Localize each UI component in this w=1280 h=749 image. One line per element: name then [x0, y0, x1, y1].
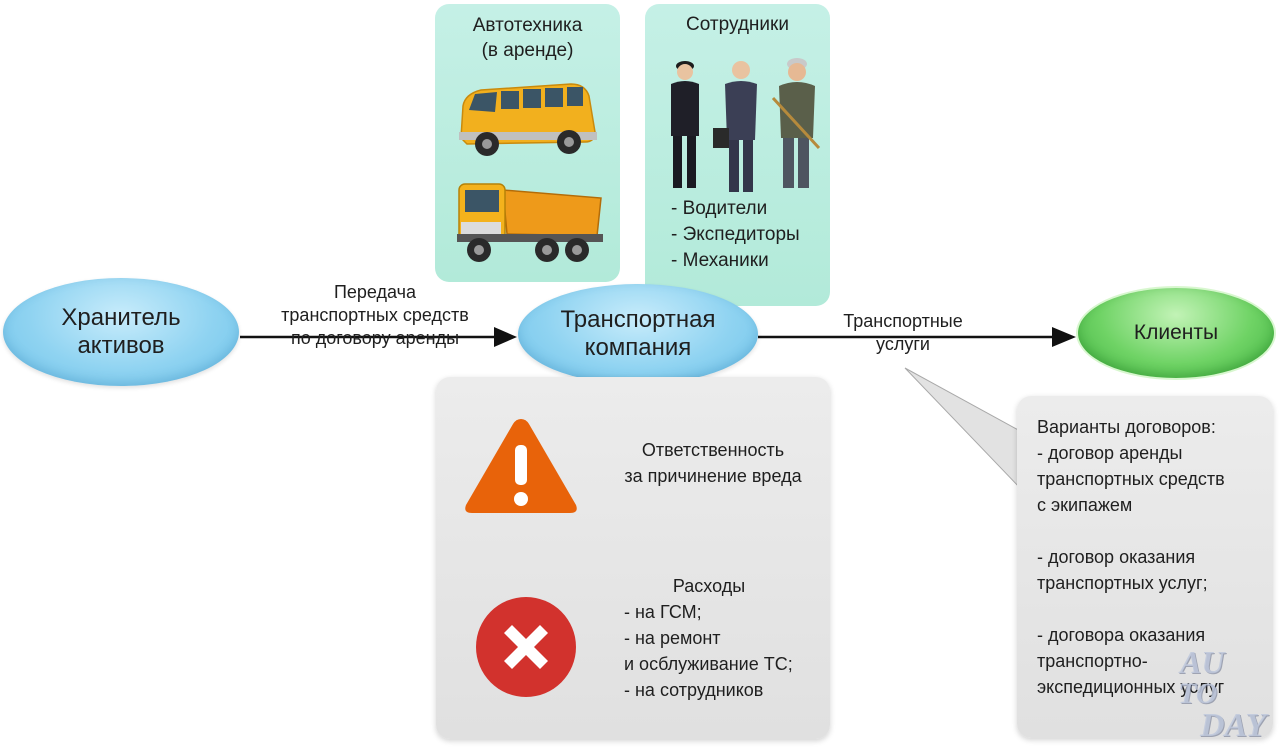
contract-item: - договор аренды [1037, 443, 1183, 463]
contract-item: - договор оказания [1037, 547, 1196, 567]
contract-item: транспортных средств [1037, 469, 1225, 489]
asset-holder-node: Хранитель активов [3, 278, 239, 386]
staff-panel-title: Сотрудники [686, 14, 789, 35]
liability-text: Ответственность за причинение вреда [624, 440, 802, 486]
contracts-text: Варианты договоров: - договор аренды тра… [1037, 414, 1269, 700]
contract-item: с экипажем [1037, 495, 1133, 515]
expenses-item-staff: - на сотрудников [624, 680, 764, 700]
services-label: Транспортные услуги [843, 311, 963, 354]
contract-item: экспедиционных услуг [1037, 677, 1225, 697]
contract-item [1037, 596, 1269, 622]
expenses-title: Расходы [672, 576, 746, 596]
lease-arrow-head [494, 327, 517, 347]
contracts-panel: Варианты договоров: - договор аренды тра… [1017, 396, 1273, 738]
risk-panel: Ответственность за причинение вреда Расх… [436, 377, 830, 739]
fleet-panel-title: Автотехника (в аренде) [472, 15, 583, 61]
staff-item-forwarders: - Экспедиторы [671, 224, 800, 245]
error-x-icon [476, 597, 576, 697]
callout-pointer [904, 367, 1023, 492]
contracts-title: Варианты договоров: [1037, 417, 1216, 437]
clients-node: Клиенты [1076, 286, 1276, 380]
autoday-watermark: AU TO DAY [1178, 644, 1267, 744]
contract-item: транспортных услуг; [1037, 573, 1208, 593]
contract-item: - договора оказания [1037, 625, 1206, 645]
contract-item [1037, 518, 1269, 544]
contract-item: транспортно- [1037, 651, 1148, 671]
minibus-illustration [459, 83, 597, 156]
dump-truck-illustration [457, 183, 603, 262]
expenses-item-fuel: - на ГСМ; [624, 602, 702, 622]
staff-item-mechanics: - Механики [671, 250, 769, 271]
services-arrow-head [1052, 327, 1076, 347]
warning-icon [465, 419, 577, 513]
staff-illustration [671, 58, 821, 192]
staff-list: - Водители - Экспедиторы - Механики [671, 196, 800, 274]
fleet-panel: Автотехника (в аренде) [435, 4, 620, 282]
lease-label: Передача транспортных средств по договор… [281, 282, 469, 348]
transport-company-node: Транспортная компания [518, 284, 758, 384]
expenses-item-repair: - на ремонт [624, 628, 721, 648]
staff-panel: Сотрудники - Водители - Экспедиторы - Ме… [645, 4, 830, 306]
expenses-item-service: и осблуживание ТС; [624, 654, 793, 674]
staff-item-drivers: - Водители [671, 198, 768, 219]
expenses-text: Расходы - на ГСМ; - на ремонт и осблужив… [624, 573, 824, 703]
